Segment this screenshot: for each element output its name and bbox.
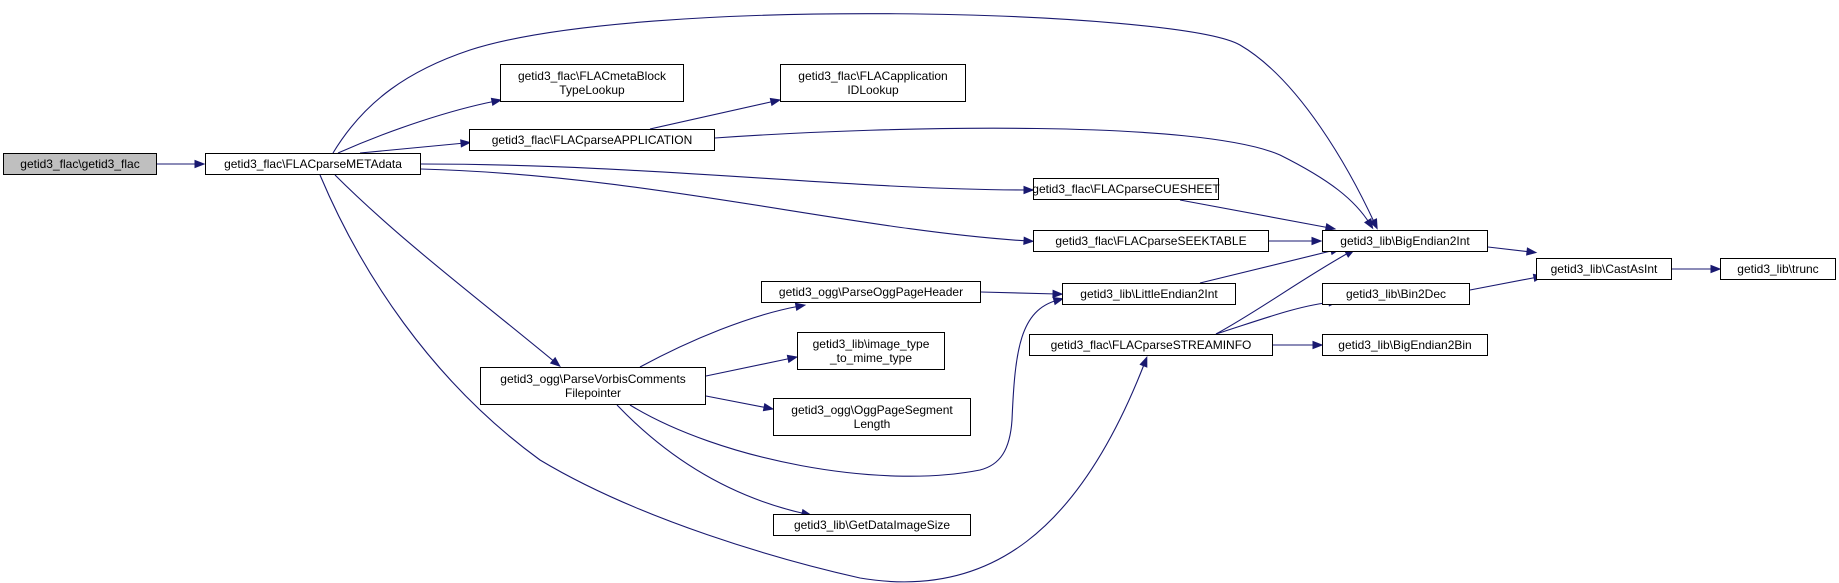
arrowhead-littleendian2int-icon bbox=[1052, 289, 1064, 299]
edge-bigendian2int-to-castasint bbox=[1487, 246, 1532, 253]
node-parseoggpageheader[interactable]: getid3_ogg\ParseOggPageHeader bbox=[761, 281, 981, 303]
node-getdataimagesize[interactable]: getid3_lib\GetDataImageSize bbox=[773, 514, 971, 536]
edge-flacparsestreaminfo-to-bin2dec bbox=[1215, 301, 1334, 335]
edge-parsevorbiscomments-to-image-type-to-mime-type bbox=[705, 357, 793, 377]
node-flacparsecuesheet[interactable]: getid3_flac\FLACparseCUESHEET bbox=[1032, 178, 1220, 200]
arrowhead-bigendian2int-icon bbox=[1364, 217, 1374, 230]
arrowhead-flacmetablocktypelookup-icon bbox=[490, 97, 503, 107]
arrowhead-flacparsestreaminfo-icon bbox=[1139, 356, 1148, 368]
node-parsevorbiscommentsfilepointer[interactable]: getid3_ogg\ParseVorbisComments Filepoint… bbox=[480, 367, 706, 405]
node-castasint[interactable]: getid3_lib\CastAsInt bbox=[1536, 258, 1672, 280]
arrowhead-parsevorbiscomments-icon bbox=[549, 356, 561, 368]
edge-parsevorbiscomments-to-parseoggpageheader bbox=[639, 305, 801, 368]
node-oggpagesegmentlength[interactable]: getid3_ogg\OggPageSegment Length bbox=[773, 398, 971, 436]
arrowhead-trunc-icon bbox=[1710, 264, 1722, 274]
edge-bin2dec-to-castasint bbox=[1469, 276, 1539, 291]
arrowhead-flacapplicationidlookup-icon bbox=[769, 97, 782, 107]
edge-flacparsemetadata-to-flacparseapplication bbox=[359, 142, 466, 154]
arrowhead-bigendian2int-icon bbox=[1369, 218, 1378, 230]
node-littleendian2int[interactable]: getid3_lib\LittleEndian2Int bbox=[1062, 283, 1236, 305]
arrowhead-flacparsemetadata-icon bbox=[194, 159, 206, 169]
node-bin2dec[interactable]: getid3_lib\Bin2Dec bbox=[1322, 283, 1470, 305]
edge-flacparsecuesheet-to-bigendian2int bbox=[1179, 199, 1331, 229]
edge-flacparsemetadata-to-parsevorbiscomments bbox=[334, 174, 557, 364]
edge-flacparsemetadata-to-flacparsecuesheet bbox=[420, 163, 1029, 191]
arrowhead-oggpagesegmentlength-icon bbox=[762, 402, 775, 412]
arrowhead-flacparsecuesheet-icon bbox=[1023, 185, 1035, 195]
node-bigendian2int[interactable]: getid3_lib\BigEndian2Int bbox=[1322, 230, 1488, 252]
node-flacapplicationidlookup[interactable]: getid3_flac\FLACapplication IDLookup bbox=[780, 64, 966, 102]
node-flacparsemetadata[interactable]: getid3_flac\FLACparseMETAdata bbox=[205, 153, 421, 175]
edge-parseoggpageheader-to-littleendian2int bbox=[980, 291, 1058, 295]
edge-parsevorbiscomments-to-oggpagesegmentlength bbox=[705, 395, 769, 409]
edge-flacparsemetadata-to-flacparseseektable bbox=[420, 168, 1029, 242]
node-flacparsestreaminfo[interactable]: getid3_flac\FLACparseSTREAMINFO bbox=[1029, 334, 1273, 356]
node-bigendian2bin[interactable]: getid3_lib\BigEndian2Bin bbox=[1322, 334, 1488, 356]
node-flacparseapplication[interactable]: getid3_flac\FLACparseAPPLICATION bbox=[469, 129, 715, 151]
arrowhead-parseoggpageheader-icon bbox=[794, 302, 807, 311]
edge-parsevorbiscomments-to-littleendian2int bbox=[629, 299, 1059, 477]
edge-flacparsestreaminfo-to-bigendian2int bbox=[1215, 251, 1351, 335]
node-flacparseseektable[interactable]: getid3_flac\FLACparseSEEKTABLE bbox=[1033, 230, 1269, 252]
node-getid3-flac[interactable]: getid3_flac\getid3_flac bbox=[3, 153, 157, 175]
edge-flacparsemetadata-to-flacmetablocktypelookup bbox=[337, 100, 497, 154]
edge-flacparsemetadata-to-flacparsestreaminfo bbox=[319, 174, 1146, 583]
edge-parsevorbiscomments-to-getdataimagesize bbox=[616, 404, 807, 515]
node-flacmetablocktypelookup[interactable]: getid3_flac\FLACmetaBlock TypeLookup bbox=[500, 64, 684, 102]
arrowhead-littleendian2int-icon bbox=[1052, 297, 1065, 306]
arrowhead-image-type-to-mime-type-icon bbox=[786, 354, 799, 364]
edge-flacparsemetadata-to-bigendian2int bbox=[332, 13, 1376, 225]
node-image-type-to-mime-type[interactable]: getid3_lib\image_type _to_mime_type bbox=[797, 332, 945, 370]
arrowhead-flacparseapplication-icon bbox=[460, 139, 472, 148]
arrowhead-bigendian2int-icon bbox=[1324, 223, 1337, 232]
edge-flacparseapplication-to-bigendian2int bbox=[714, 127, 1371, 225]
edge-flacparseapplication-to-flacapplicationidlookup bbox=[649, 100, 776, 130]
arrowhead-bigendian2bin-icon bbox=[1312, 340, 1324, 350]
arrowhead-flacparseseektable-icon bbox=[1023, 236, 1035, 245]
edge-littleendian2int-to-bigendian2int bbox=[1199, 249, 1336, 284]
arrowhead-bigendian2int-icon bbox=[1311, 236, 1323, 246]
node-trunc[interactable]: getid3_lib\trunc bbox=[1720, 258, 1836, 280]
arrowhead-castasint-icon bbox=[1526, 247, 1538, 256]
